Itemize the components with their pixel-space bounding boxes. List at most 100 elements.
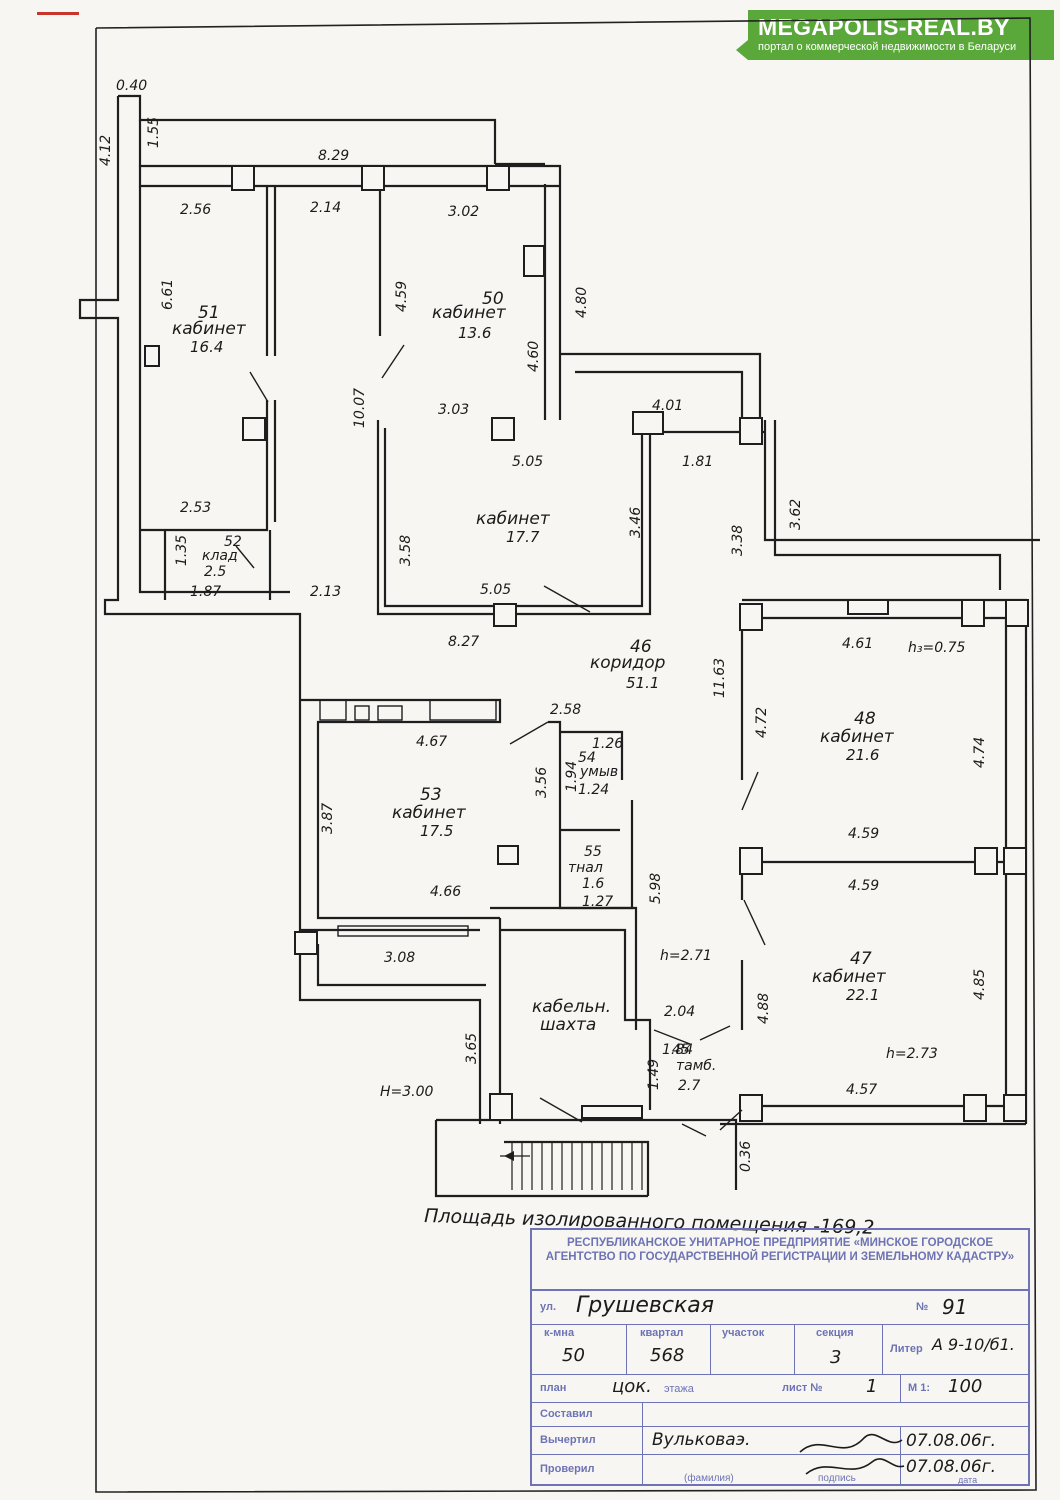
dim-label: 1.84 — [662, 1042, 693, 1058]
dim-label: 8.27 — [448, 634, 479, 650]
dim-label: 3.38 — [730, 525, 746, 556]
room-51-area: 16.4 — [190, 338, 223, 356]
plan-value: цок. — [612, 1376, 652, 1397]
val-kmna: 50 — [562, 1345, 585, 1366]
room-53-name: кабинет — [392, 803, 467, 823]
dim-label: 4.72 — [754, 707, 770, 738]
dim-label: 4.01 — [652, 398, 683, 414]
room-52-name: клад — [202, 548, 238, 564]
dim-label: 3.62 — [788, 499, 804, 530]
dim-label: 1.55 — [146, 117, 162, 148]
room-48-number: 48 — [854, 709, 876, 729]
dim-label: 2.58 — [550, 702, 581, 718]
room-47-name: кабинет — [812, 967, 887, 987]
badge-arrow-icon — [736, 40, 748, 60]
room-55-name: тнал — [568, 860, 603, 876]
dim-label: 1.27 — [582, 894, 613, 910]
dim-label: 3.02 — [448, 204, 479, 220]
col-liter: Литер — [890, 1343, 923, 1355]
plan-label: план — [540, 1382, 567, 1394]
dim-label: 1.87 — [190, 584, 221, 600]
room-51-number: 51 — [198, 303, 220, 323]
room-47-label: 47 кабинет 22.1 — [812, 949, 887, 1004]
familiya-label: (фамилия) — [684, 1473, 734, 1484]
room-46-area: 51.1 — [626, 674, 659, 692]
room-53-area: 17.5 — [420, 822, 453, 840]
room-46-label: 46 коридор 51.1 — [590, 637, 666, 692]
dim-label: 1.81 — [682, 454, 713, 470]
room-51-name: кабинет — [172, 319, 247, 339]
dim-label: 2.14 — [310, 200, 341, 216]
dim-label: 4.59 — [394, 281, 410, 312]
list-label: лист № — [782, 1382, 823, 1394]
cable-shaft-line2: шахта — [540, 1015, 596, 1035]
dim-label: 4.80 — [574, 287, 590, 318]
room-46-number: 46 — [630, 637, 652, 657]
title-block-org: РЕСПУБЛИКАНСКОЕ УНИТАРНОЕ ПРЕДПРИЯТИЕ «М… — [532, 1230, 1028, 1290]
dim-label: 4.85 — [972, 969, 988, 1000]
sheet-frame — [95, 17, 1037, 1493]
room-50-area: 13.6 — [458, 324, 491, 342]
title-block-cadastre-row: к-мна квартал участок секция Литер 50 56… — [532, 1324, 1028, 1375]
room-52-area: 2.5 — [204, 564, 226, 580]
room-49-label: кабинет 17.7 — [476, 509, 551, 546]
room-45-area: 2.7 — [678, 1078, 700, 1094]
room-47-number: 47 — [850, 949, 872, 969]
list-value: 1 — [866, 1376, 878, 1397]
room-45-label: 45 тамб. 2.7 — [672, 1042, 716, 1094]
title-block: РЕСПУБЛИКАНСКОЕ УНИТАРНОЕ ПРЕДПРИЯТИЕ «М… — [530, 1228, 1030, 1486]
room-55-label: 55 тнал 1.6 — [568, 844, 604, 892]
dim-label: 4.12 — [98, 135, 114, 166]
room-52-number: 52 — [224, 534, 242, 550]
data-label: дата — [958, 1475, 978, 1485]
col-uchastok: участок — [722, 1327, 765, 1339]
room-50-label: 50 кабинет 13.6 — [432, 289, 507, 342]
dim-label: 0.36 — [738, 1141, 754, 1172]
watermark-tagline: портал о коммерческой недвижимости в Бел… — [758, 41, 1017, 53]
dim-label: 3.03 — [438, 402, 469, 418]
date-proveril: 07.08.06г. — [906, 1457, 997, 1477]
dim-label: 1.26 — [592, 736, 623, 752]
dim-label: 4.74 — [972, 737, 988, 768]
title-block-proveril-row: Проверил (фамилия) подпись 07.08.06г. да… — [532, 1454, 1028, 1485]
dim-label: 3.46 — [628, 507, 644, 538]
title-block-sostavil-row: Составил — [532, 1402, 1028, 1427]
dim-label: 4.60 — [526, 341, 542, 372]
room-55-number: 55 — [584, 844, 602, 860]
col-kvartal: квартал — [640, 1327, 684, 1339]
room-48-label: 48 кабинет 21.6 — [820, 709, 895, 764]
dim-label: 0.40 — [116, 78, 147, 94]
room-45-name: тамб. — [676, 1058, 716, 1074]
title-block-vychertil-row: Вычертил Вульковаэ. 07.08.06г. — [532, 1426, 1028, 1455]
room-49-area: 17.7 — [506, 528, 540, 546]
room-47-area: 22.1 — [846, 986, 879, 1004]
dim-label: 3.65 — [464, 1033, 480, 1064]
room-48-area: 21.6 — [846, 746, 879, 764]
dim-label: 5.05 — [480, 582, 511, 598]
dim-label: 1.49 — [646, 1059, 662, 1090]
etazh-label: этажа — [664, 1383, 694, 1395]
dim-label: h=2.71 — [660, 948, 712, 964]
dim-label: 10.07 — [352, 388, 368, 428]
dim-label: 6.61 — [160, 279, 176, 310]
dim-label: H=3.00 — [380, 1084, 434, 1100]
room-50-name: кабинет — [432, 303, 507, 323]
date-vychertil: 07.08.06г. — [906, 1431, 997, 1451]
dimension-labels: 0.40 4.12 1.55 8.29 2.56 2.14 3.02 6.61 … — [98, 78, 988, 1172]
walls — [78, 94, 1040, 1198]
dim-label: 5.05 — [512, 454, 543, 470]
cable-shaft-line1: кабельн. — [532, 997, 611, 1017]
room-54-label: 54 умыв 1.24 — [578, 750, 618, 798]
val-liter: А 9-10/б1. — [932, 1335, 1015, 1354]
room-48-name: кабинет — [820, 727, 895, 747]
street-value: Грушевская — [576, 1293, 714, 1318]
dim-label: 4.59 — [848, 826, 879, 842]
dim-label: 4.66 — [430, 884, 461, 900]
val-sekciya: 3 — [830, 1347, 842, 1368]
room-53-number: 53 — [420, 785, 442, 805]
vychertil-label: Вычертил — [540, 1434, 596, 1446]
dim-label: 4.88 — [756, 993, 772, 1024]
room-52-label: 52 клад 2.5 — [202, 534, 242, 580]
dim-label: 1.35 — [174, 535, 190, 566]
